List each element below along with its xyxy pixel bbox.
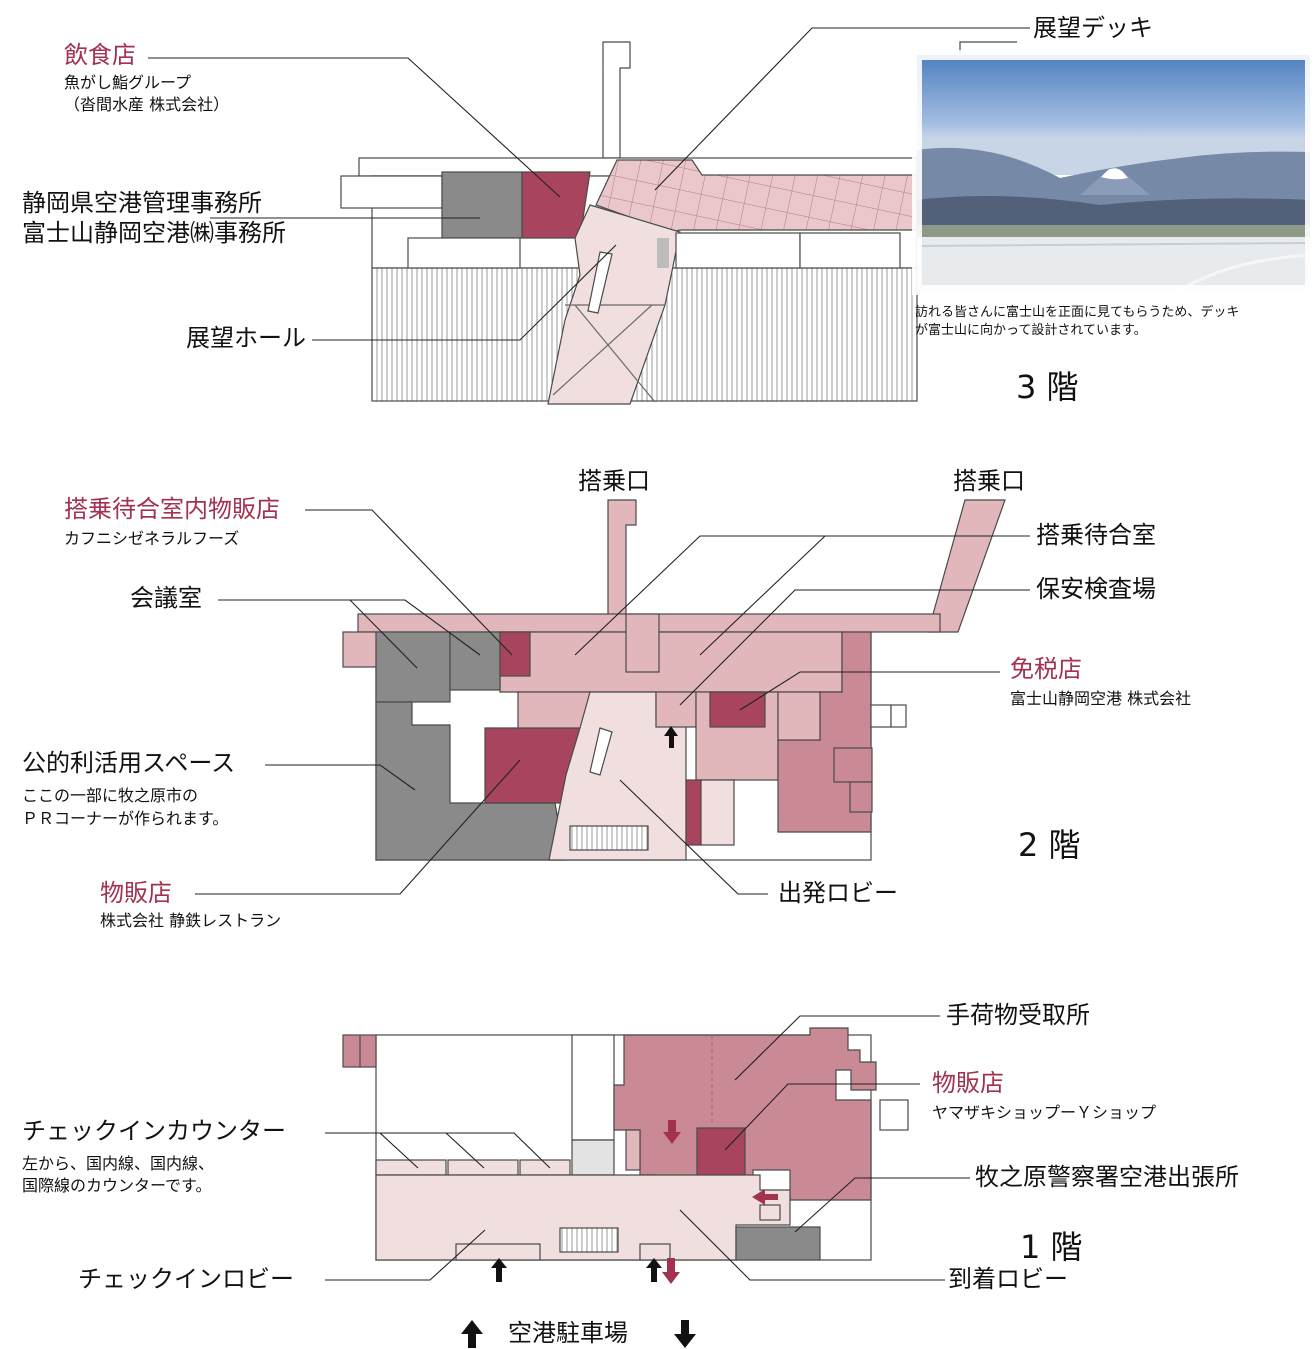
floor1-shop-room [696, 1127, 746, 1176]
public-space-note-line2: ＰＲコーナーが作られます。 [22, 809, 229, 828]
down-arrow-icon [663, 1120, 681, 1144]
shop-2f-label: 物販店 [100, 879, 172, 907]
floor3-tower [602, 41, 631, 159]
floor2-meeting-room-2 [449, 631, 501, 691]
baggage-claim-label: 手荷物受取所 [946, 1001, 1090, 1029]
lounge-shop-label: 搭乗待合室内物販店 [64, 495, 280, 523]
floor2-public-space [375, 701, 566, 861]
floor2-lounge-shop-room [499, 631, 531, 677]
security-label: 保安検査場 [1036, 575, 1156, 603]
floor2-duty-free-room [709, 691, 766, 728]
airport-company-office-label: 富士山静岡空港㈱事務所 [22, 219, 286, 247]
restaurant-company: （沓間水産 株式会社） [64, 95, 230, 114]
down-arrow-icon [662, 1258, 680, 1284]
boarding-gate-left-label: 搭乗口 [578, 467, 650, 495]
floor2-security [655, 691, 697, 728]
photo-caption-line1: 訪れる皆さんに富士山を正面に見てもらうため、デッキ [915, 305, 1240, 320]
public-space-note-line1: ここの一部に牧之原市の [22, 786, 199, 805]
observation-deck-label: 展望デッキ [1033, 14, 1153, 42]
direction-arrows [461, 726, 778, 1348]
floor3-plan [340, 41, 1017, 405]
shop-1f-operator: ヤマザキショップーＹショップ [932, 1103, 1157, 1122]
airport-office-label: 静岡県空港管理事務所 [22, 189, 262, 217]
photo-caption-line2: が富士山に向かって設計されています。 [915, 323, 1147, 338]
restaurant-label: 飲食店 [64, 41, 136, 69]
boarding-gate-right-label: 搭乗口 [953, 467, 1025, 495]
up-arrow-icon [461, 1320, 483, 1348]
meeting-room-label: 会議室 [130, 584, 202, 612]
floor2-boarding-arm-left [607, 499, 637, 616]
mount-fuji-photo [912, 50, 1315, 295]
up-arrow-icon [491, 1258, 507, 1282]
police-office-label: 牧之原警察署空港出張所 [975, 1163, 1239, 1191]
leader-lines [148, 27, 1030, 1281]
up-arrow-icon [664, 726, 678, 748]
lounge-shop-operator: カフニシゼネラルフーズ [64, 529, 240, 548]
floor3-office-room [441, 171, 523, 239]
arrival-lobby-label: 到着ロビー [948, 1265, 1068, 1293]
up-arrow-icon [646, 1258, 662, 1282]
floor1-label: 1 階 [1020, 1228, 1083, 1266]
parking-label: 空港駐車場 [508, 1319, 628, 1347]
left-arrow-icon [752, 1189, 778, 1205]
waiting-room-label: 搭乗待合室 [1036, 521, 1156, 549]
shop-1f-label: 物販店 [932, 1069, 1004, 1097]
departure-lobby-label: 出発ロビー [778, 879, 898, 907]
down-arrow-icon [674, 1320, 696, 1348]
shop-2f-operator: 株式会社 静鉄レストラン [100, 911, 282, 930]
floor2-meeting-room-1 [375, 631, 451, 703]
duty-free-operator: 富士山静岡空港 株式会社 [1010, 689, 1192, 708]
floor2-plan [342, 499, 1006, 861]
checkin-lobby-label: チェックインロビー [78, 1265, 294, 1293]
floor3-label: 3 階 [1016, 368, 1079, 406]
restaurant-operator: 魚がし鮨グループ [64, 73, 192, 92]
checkin-counter-note-line1: 左から、国内線、国内線、 [22, 1154, 215, 1173]
checkin-counter-international [519, 1159, 571, 1176]
public-space-label: 公的利活用スペース [22, 749, 236, 777]
duty-free-label: 免税店 [1010, 655, 1082, 683]
floor2-boarding-arm-right [927, 499, 1006, 633]
floor1-police-room [735, 1226, 821, 1261]
floor2-label: 2 階 [1018, 826, 1081, 864]
floor3-left-wing [340, 175, 443, 209]
checkin-counter-note-line2: 国際線のカウンターです。 [22, 1176, 212, 1195]
checkin-counter-label: チェックインカウンター [22, 1117, 286, 1145]
observation-hall-label: 展望ホール [186, 324, 306, 352]
floor1-plan [342, 1027, 909, 1261]
